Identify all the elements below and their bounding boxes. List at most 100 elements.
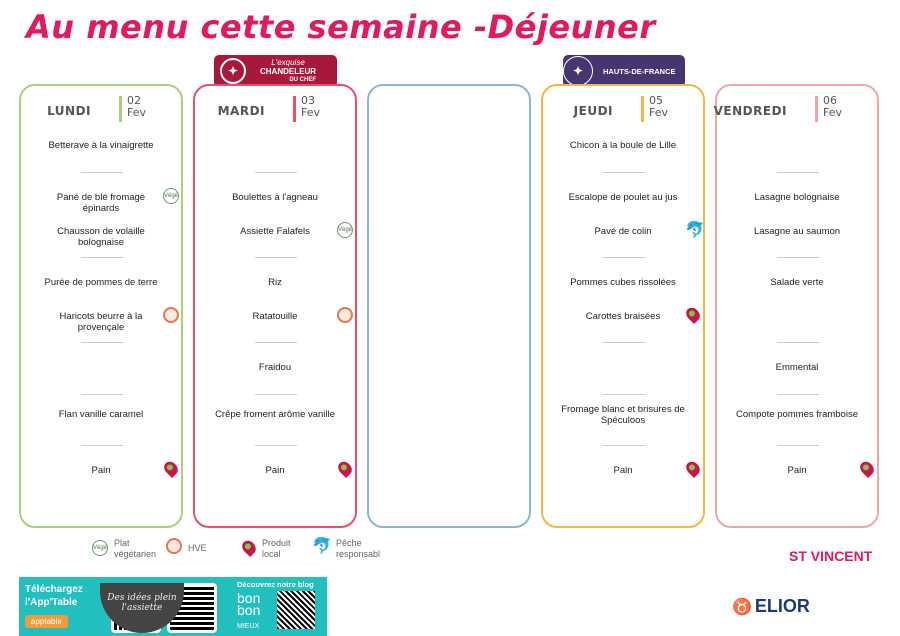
separator <box>603 257 645 258</box>
separator <box>255 342 297 343</box>
page-title: Au menu cette semaine -Déjeuner <box>26 8 656 46</box>
menu-item: Riz <box>268 277 282 288</box>
brand-text: ELIOR <box>754 596 810 616</box>
crepe-icon: ✦ <box>563 56 593 86</box>
separator <box>81 257 123 258</box>
hauts-de-france-badge: ✦ HAUTS-DE-FRANCE <box>563 55 685 87</box>
menu-item: Ratatouille <box>252 311 298 322</box>
legend-hve: HVE <box>166 538 207 554</box>
blog-text: Découvrez notre blog <box>237 580 314 589</box>
day-name: JEUDI <box>573 104 613 118</box>
separator <box>255 257 297 258</box>
day-column <box>367 84 531 528</box>
bonbon-logo: MIEUX <box>237 623 260 630</box>
fish-icon: 🐬 <box>685 222 705 239</box>
menu-item: Emmental <box>775 362 819 373</box>
separator <box>81 172 123 173</box>
menu-item: Boulettes à l'agneau <box>232 192 318 203</box>
separator <box>777 394 819 395</box>
hve-icon <box>166 538 182 554</box>
legend-label: Plat végétarien <box>114 538 157 559</box>
separator <box>777 342 819 343</box>
legend-label: HVE <box>188 543 207 553</box>
menu-item: Chausson de volaille bolognaise <box>57 226 145 248</box>
day-divider <box>119 96 122 122</box>
fish-icon: 🐬 <box>312 537 332 555</box>
day-name: VENDREDI <box>713 104 787 118</box>
menu-item: Flan vanille caramel <box>58 409 144 420</box>
bonbon-logo: bon bon <box>237 590 261 618</box>
menu-item: Lasagne au saumon <box>753 226 841 237</box>
legend-vege: Végé Plat végétarien <box>92 538 164 560</box>
menu-item: Betterave à la vinaigrette <box>48 140 154 151</box>
separator <box>255 445 297 446</box>
separator <box>777 257 819 258</box>
local-pin-icon <box>239 537 259 558</box>
chandeleur-badge: ✦ L'exquise CHANDELEUR DU CHEF <box>214 55 337 87</box>
badge-text: HAUTS-DE-FRANCE <box>603 66 676 76</box>
crepe-icon: ✦ <box>220 58 246 84</box>
site-name: ST VINCENT <box>789 548 873 564</box>
separator <box>603 394 645 395</box>
menu-item: Crêpe froment arôme vanille <box>215 409 335 420</box>
menu-item: Pavé de colin <box>594 226 652 237</box>
apptable-button[interactable]: apptable <box>25 615 68 628</box>
hve-icon <box>337 307 353 323</box>
menu-item: Pané de blé fromage épinards <box>56 192 146 214</box>
badge-text: DU CHEF <box>289 76 316 83</box>
day-divider <box>641 96 644 122</box>
legend-label: Pêche responsabl <box>336 538 381 559</box>
hve-icon <box>163 307 179 323</box>
separator <box>81 394 123 395</box>
menu-item: Assiette Falafels <box>240 226 310 237</box>
menu-item: Compote pommes framboise <box>736 409 858 420</box>
menu-item: Lasagne bolognaise <box>754 192 840 203</box>
badge-text: CHANDELEUR <box>260 66 316 76</box>
separator <box>777 172 819 173</box>
bull-icon: ♉ <box>732 598 752 616</box>
menu-item: Salade verte <box>770 277 824 288</box>
badge-text: L'exquise <box>271 57 305 67</box>
legend-local: Produit local <box>239 537 302 560</box>
qr-code <box>277 591 315 629</box>
day-name: LUNDI <box>47 104 91 118</box>
day-divider <box>293 96 296 122</box>
day-name: MARDI <box>217 104 265 118</box>
menu-item: Pain <box>91 465 111 476</box>
separator <box>81 445 123 446</box>
vege-icon: Végé <box>337 222 353 238</box>
elior-logo: ♉ELIOR <box>732 596 810 617</box>
menu-item: Carottes braisées <box>585 311 661 322</box>
separator <box>603 172 645 173</box>
menu-item: Fraidou <box>258 362 292 373</box>
menu-item: Pommes cubes rissolées <box>570 277 676 288</box>
menu-item: Pain <box>787 465 807 476</box>
promo-text: Téléchargez l'App'Table <box>25 584 83 608</box>
separator <box>255 394 297 395</box>
menu-item: Fromage blanc et brisures de Spéculoos <box>561 404 685 426</box>
separator <box>81 342 123 343</box>
separator <box>255 172 297 173</box>
menu-item: Pain <box>613 465 633 476</box>
menu-item: Haricots beurre à la provençale <box>59 311 143 333</box>
vege-icon: Végé <box>163 188 179 204</box>
vege-icon: Végé <box>92 540 108 556</box>
menu-item: Pain <box>265 465 285 476</box>
separator <box>603 445 645 446</box>
legend-fish: 🐬 Pêche responsabl <box>312 537 386 560</box>
legend-label: Produit local <box>262 538 291 559</box>
menu-item: Chicon à la boule de Lille <box>569 140 677 151</box>
separator <box>603 342 645 343</box>
day-divider <box>815 96 818 122</box>
